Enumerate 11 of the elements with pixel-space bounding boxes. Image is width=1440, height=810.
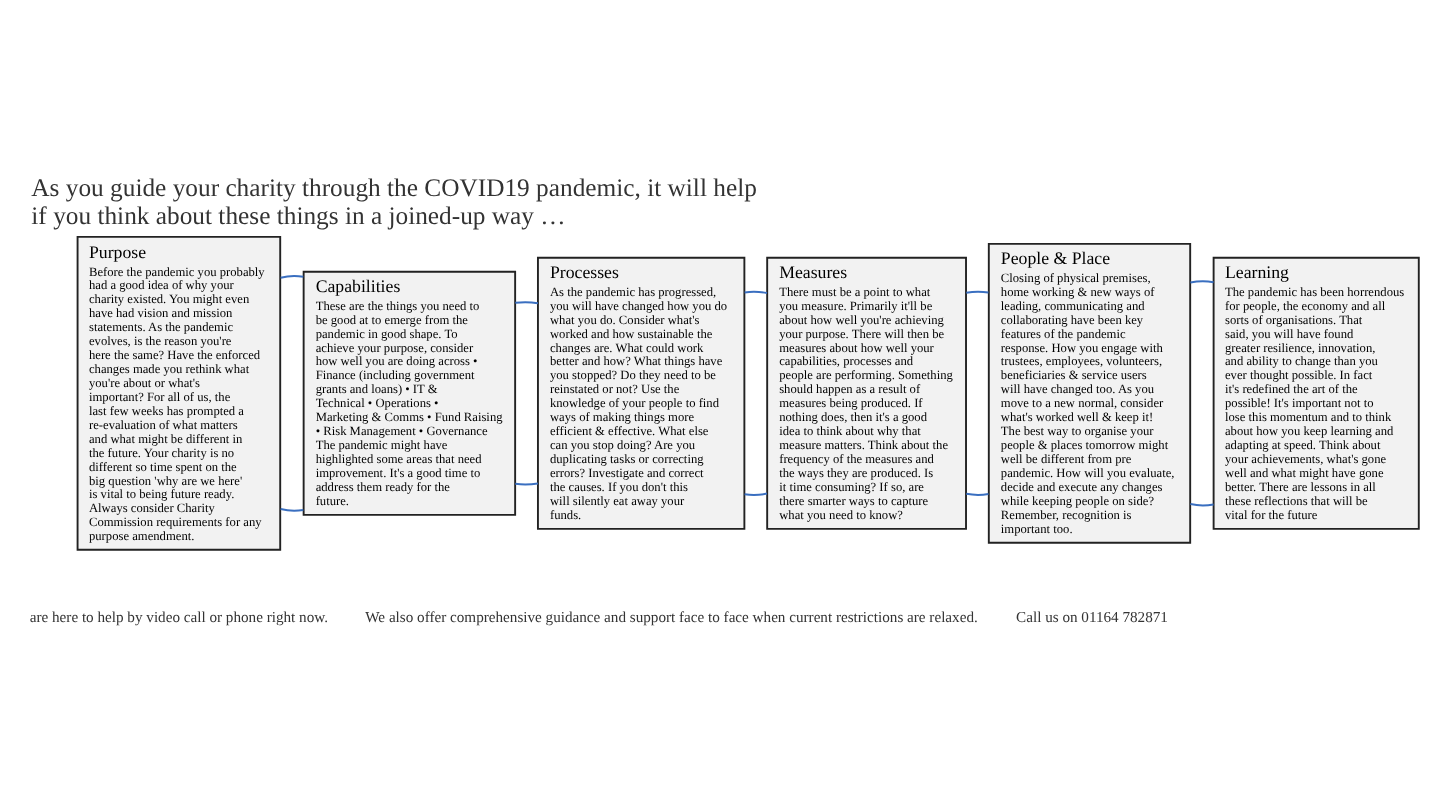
connector xyxy=(280,507,304,511)
connector xyxy=(1190,279,1214,283)
diagram-title: As you guide your charity through the COVID19 pandemic, it will help if you think about these things in a joined-up way … xyxy=(31,173,757,230)
connector xyxy=(744,289,768,294)
connector xyxy=(515,300,539,304)
connector xyxy=(966,289,989,293)
connector xyxy=(1190,502,1214,506)
connector xyxy=(744,491,768,495)
connector xyxy=(966,491,989,495)
connector xyxy=(280,274,304,278)
connector xyxy=(515,481,539,485)
